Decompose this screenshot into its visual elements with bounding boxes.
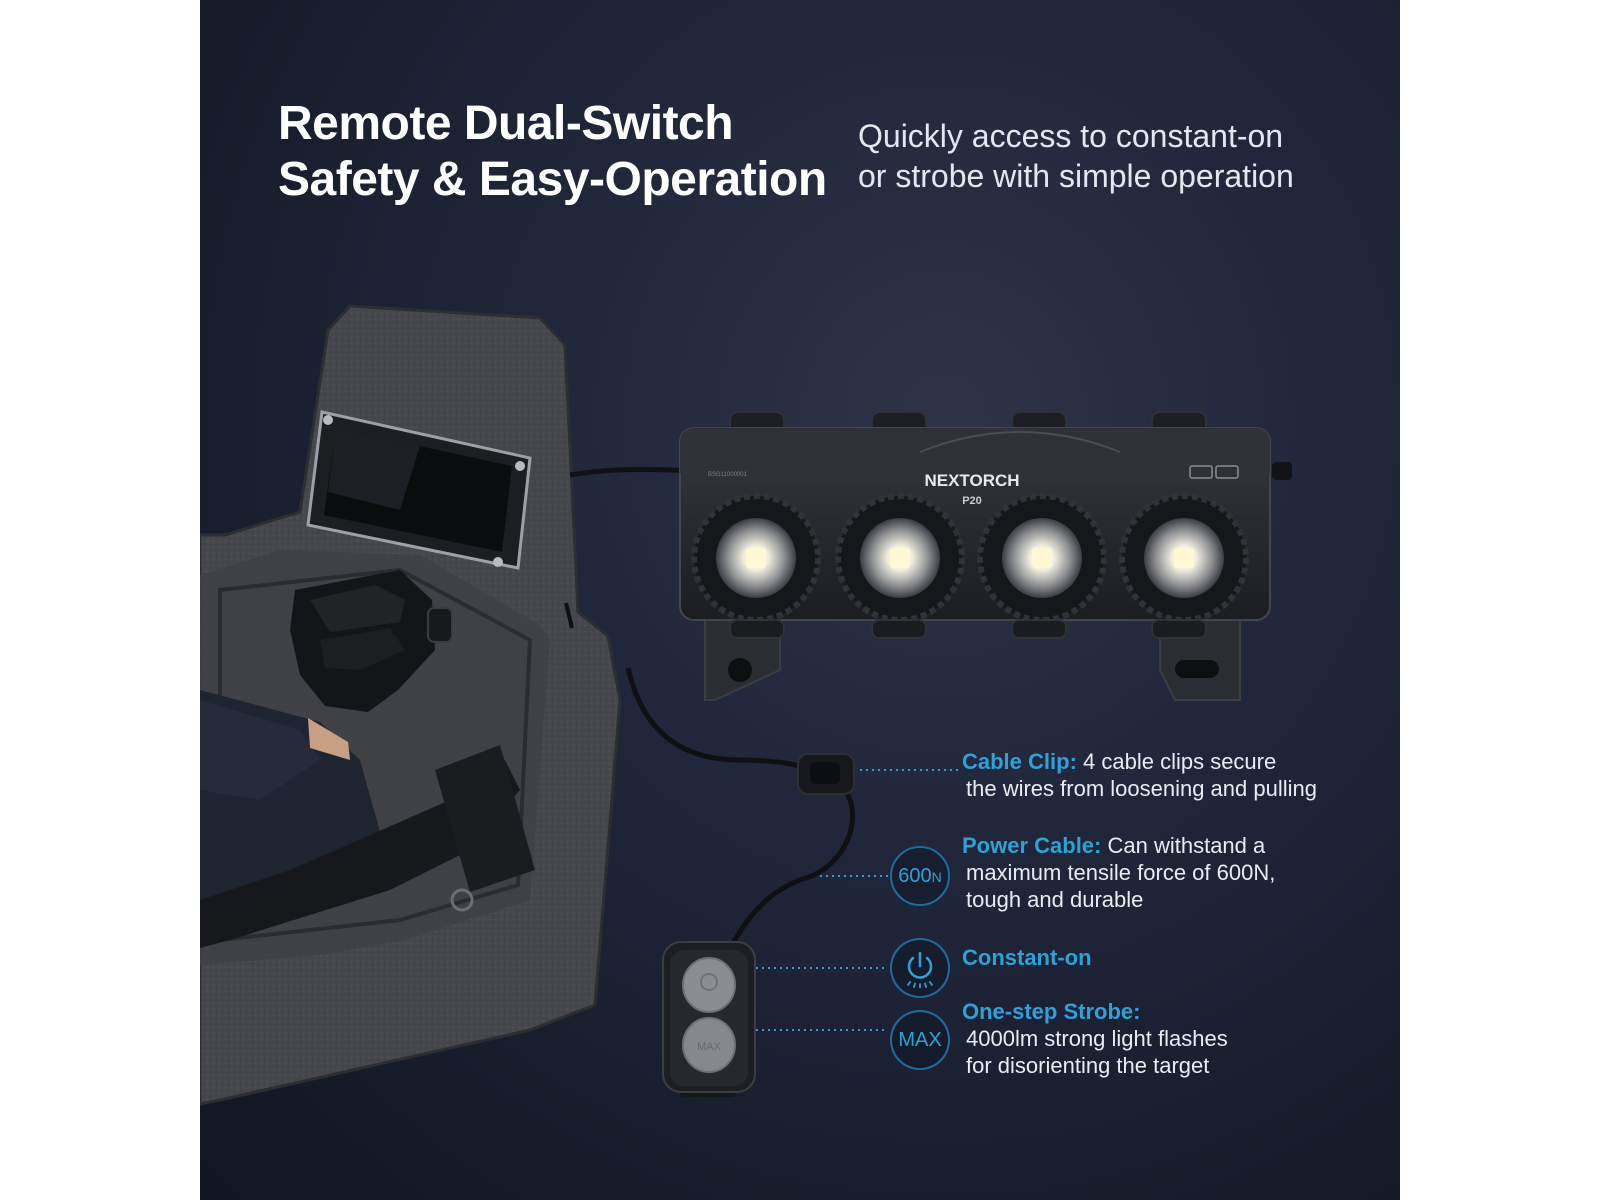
page-title-line-2: Safety & Easy-Operation [278,153,827,206]
page-subtitle-line-1: Quickly access to constant-on [858,118,1284,154]
switch-power-icon [700,973,718,991]
power-icon-badge [890,938,950,998]
light-bar: NEXTORCH P20 BSG11000001 [679,411,1292,701]
feature-strobe-text-2: for disorienting the target [966,1053,1210,1078]
power-cable [625,667,856,954]
page-subtitle: Quickly access to constant-on or strobe … [858,116,1294,196]
tensile-force-value: 600 [898,864,932,887]
max-badge-label: MAX [898,1028,942,1051]
tensile-force-unit: N [931,868,942,885]
remote-switch: MAX [662,941,756,1097]
feature-cable-clip-text-2: the wires from loosening and pulling [966,776,1317,801]
leader-lines [756,769,958,1031]
feature-power-cable-text-3: tough and durable [966,887,1144,912]
page-title-line-1: Remote Dual-Switch [278,97,734,150]
lamp-head-2 [835,493,965,623]
page-title: Remote Dual-Switch Safety & Easy-Operati… [278,96,827,208]
feature-strobe-text-1: 4000lm strong light flashes [966,1026,1228,1051]
shield-viewport [306,410,532,570]
feature-constant-on-title: Constant-on [962,945,1092,970]
lamp-head-4 [1119,493,1249,623]
feature-cable-clip-title: Cable Clip: [962,749,1077,774]
brand-label: NEXTORCH [924,471,1019,490]
lamp-head-1 [691,493,821,623]
feature-power-cable-text: Can withstand a [1101,833,1266,858]
feature-strobe-title: One-step Strobe: [962,999,1141,1024]
model-label: P20 [962,495,982,507]
power-icon [907,951,933,988]
constant-on-button [682,957,736,1013]
max-badge: MAX [890,1010,950,1070]
product-banner: NEXTORCH P20 BSG11000001 MAX Remote Dual… [200,0,1400,1200]
feature-power-cable-text-2: maximum tensile force of 600N, [966,860,1276,885]
feature-constant-on: Constant-on [962,944,1092,971]
tensile-force-badge: 600N [890,846,950,906]
product-illustration: NEXTORCH P20 BSG11000001 MAX [200,304,1292,1106]
serial-label: BSG11000001 [708,472,748,478]
gloved-hand [200,570,453,915]
strobe-button [682,1017,736,1073]
switch-max-label: MAX [697,1041,722,1053]
cable-clip [797,753,855,795]
page-subtitle-line-2: or strobe with simple operation [858,158,1294,194]
feature-strobe: One-step Strobe: 4000lm strong light fla… [962,998,1228,1079]
feature-power-cable-title: Power Cable: [962,833,1102,858]
feature-power-cable: Power Cable: Can withstand a maximum ten… [962,832,1275,913]
lamp-head-3 [977,493,1107,623]
feature-cable-clip: Cable Clip: 4 cable clips secure the wir… [962,748,1317,802]
feature-cable-clip-text: 4 cable clips secure [1076,749,1277,774]
ballistic-shield [200,304,622,1106]
